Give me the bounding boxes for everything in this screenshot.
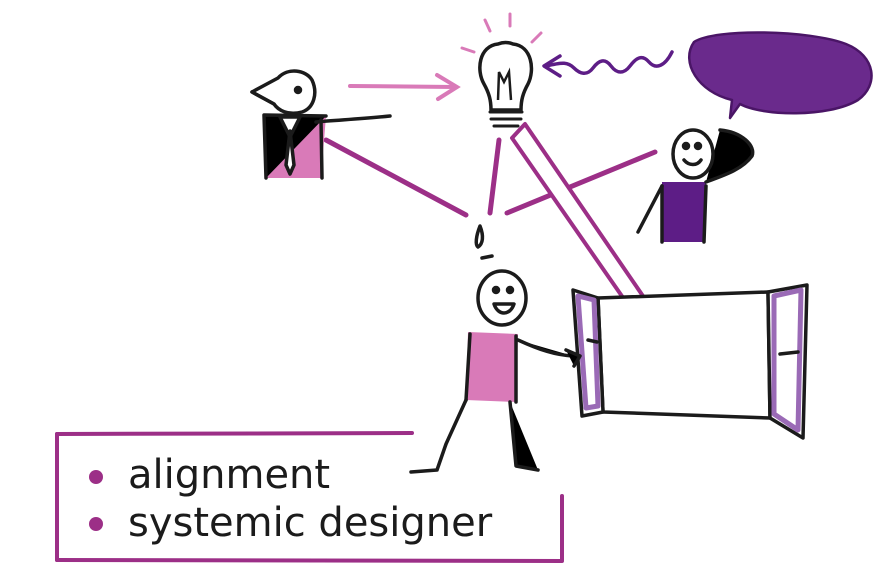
- lightbulb-icon: [460, 12, 543, 128]
- legend-item: systemic designer: [89, 500, 493, 546]
- legend-box: alignment systemic designer: [55, 431, 564, 563]
- speech-bubble-icon: [688, 31, 873, 120]
- connection-line-left: [323, 137, 469, 218]
- bullet-icon: [89, 517, 103, 531]
- pointing-arrow: [348, 73, 461, 101]
- legend-item-label: systemic designer: [128, 500, 493, 546]
- connection-line-right: [504, 149, 658, 216]
- legend-item-label: alignment: [128, 452, 330, 498]
- bullet-icon: [89, 470, 103, 484]
- person-pointing-icon: [250, 69, 392, 180]
- connection-line-bulb: [487, 137, 502, 216]
- person-opening-window-icon: [409, 224, 582, 474]
- window-icon: [571, 283, 809, 440]
- legend-item: alignment: [89, 452, 330, 498]
- person-thinking-icon: [636, 128, 755, 244]
- connection-lines: [323, 137, 658, 218]
- squiggle-arrow-icon: [542, 50, 674, 78]
